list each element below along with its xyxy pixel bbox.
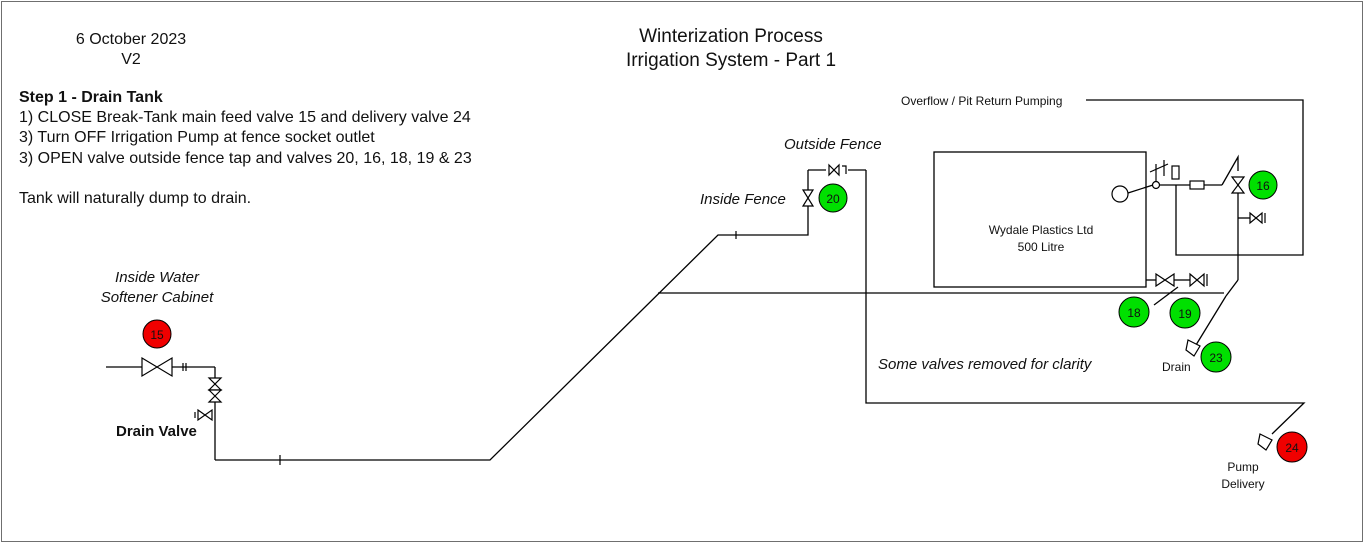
valve-16-icon (1230, 176, 1246, 194)
valve-badges: 15 20 16 18 19 23 24 (142, 170, 1308, 463)
float-valve-icon (1111, 160, 1205, 203)
tank-volume-label: 500 Litre (1018, 240, 1065, 254)
check-valve-icon (207, 377, 223, 391)
valve-number: 20 (826, 192, 840, 206)
diagram-subtitle: Irrigation System - Part 1 (626, 50, 836, 71)
valve-23-icon (1185, 339, 1201, 357)
valve-15-icon (141, 356, 173, 378)
valve-24-icon (1257, 433, 1273, 451)
valve-badge-15: 15 (142, 319, 172, 349)
check-valve-icon (207, 389, 223, 403)
valve-badge-20: 20 (818, 183, 848, 213)
valve-symbols (141, 163, 1273, 465)
valve-number: 15 (150, 328, 164, 342)
valve-number: 19 (1178, 307, 1192, 321)
instructions-note: Tank will naturally dump to drain. (19, 190, 251, 207)
drain-valve-label: Drain Valve (116, 423, 197, 440)
valve-badge-19: 19 (1169, 297, 1201, 329)
date-label: 6 October 2023 (76, 31, 186, 48)
valve-number: 23 (1209, 351, 1223, 365)
instruction-step: 1) CLOSE Break-Tank main feed valve 15 a… (19, 109, 471, 126)
overflow-label: Overflow / Pit Return Pumping (901, 94, 1062, 108)
valve-20-icon (801, 189, 815, 207)
valve-number: 16 (1256, 179, 1270, 193)
pipework (106, 99, 1306, 461)
inside-fence-label: Inside Fence (700, 191, 786, 208)
version-label: V2 (121, 51, 141, 68)
outside-tap-icon (828, 163, 840, 177)
side-valve-icon (1249, 211, 1263, 225)
valve-badge-16: 16 (1248, 170, 1278, 200)
instruction-step: 3) Turn OFF Irrigation Pump at fence soc… (19, 129, 375, 146)
diagram-title: Winterization Process (639, 26, 823, 47)
valve-18-icon (1155, 272, 1175, 288)
instruction-step: 3) OPEN valve outside fence tap and valv… (19, 150, 472, 167)
tank-maker-label: Wydale Plastics Ltd (989, 223, 1094, 237)
valve-badge-24: 24 (1276, 431, 1308, 463)
outside-fence-label: Outside Fence (784, 136, 882, 153)
drain-valve-icon (197, 408, 213, 422)
break-tank (933, 151, 1147, 288)
inside-water-label: Inside Water (115, 269, 200, 286)
valve-number: 18 (1127, 306, 1141, 320)
valve-number: 24 (1285, 441, 1299, 455)
softener-cabinet-label: Softener Cabinet (101, 289, 214, 306)
delivery-label: Delivery (1221, 477, 1264, 491)
valve-19-icon (1189, 272, 1205, 288)
removed-note-label: Some valves removed for clarity (878, 356, 1093, 373)
valve-badge-18: 18 (1118, 296, 1150, 328)
pump-label: Pump (1227, 460, 1259, 474)
instructions-heading: Step 1 - Drain Tank (19, 89, 163, 106)
drain-label: Drain (1162, 360, 1191, 374)
valve-badge-23: 23 (1200, 341, 1232, 373)
